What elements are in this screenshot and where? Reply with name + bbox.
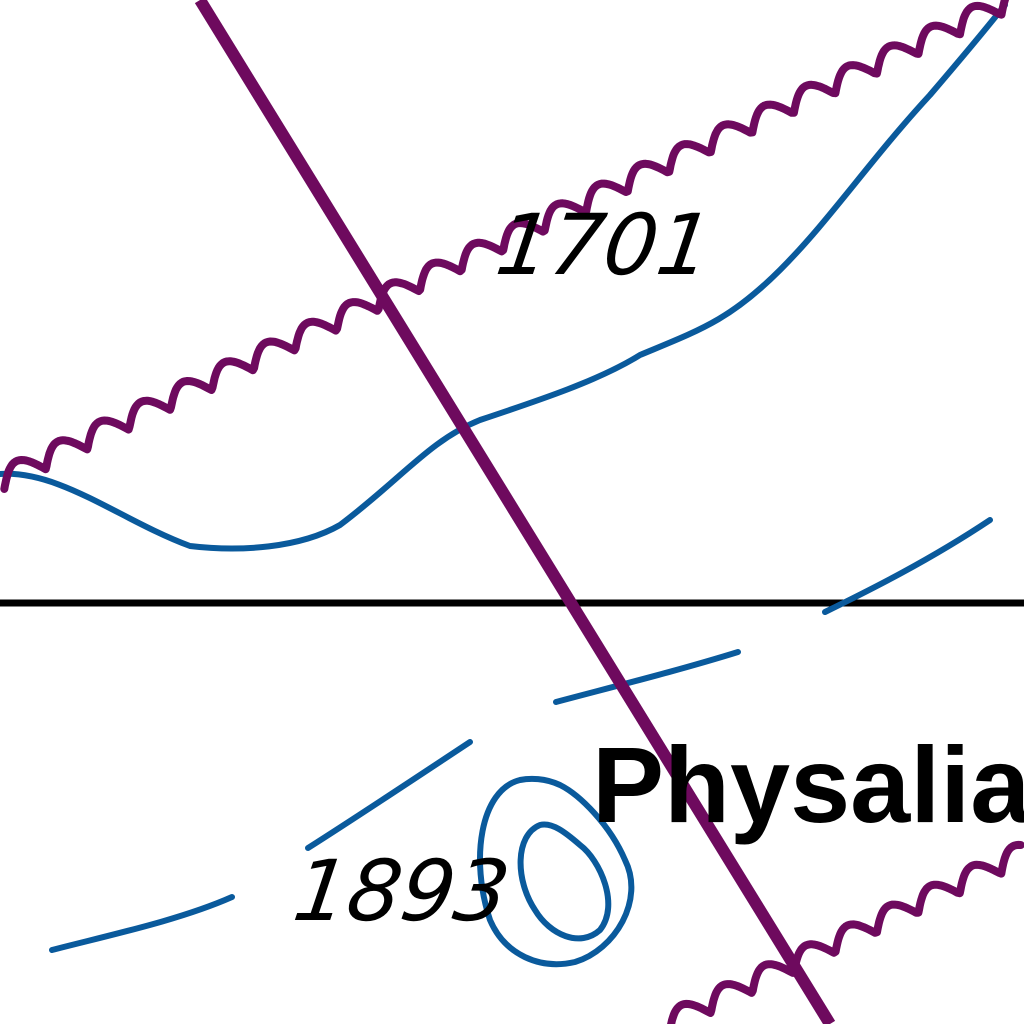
contour-line-bottom [49,894,235,953]
wavy-line-bottom [667,840,1024,1024]
contour-line-left [305,739,473,851]
elevation-label-bottom: 1893 [288,842,515,940]
contour-line-main [0,2,1008,552]
place-label: Physalia [592,724,1024,845]
contour-hill-inner [517,821,612,942]
contour-line-mid [553,649,741,705]
contour-line-right [822,517,993,615]
contour-hill-outer [477,775,635,968]
elevation-label-top: 1701 [491,196,718,294]
straight-route-line [194,0,836,1024]
wavy-line-top [0,0,1010,493]
